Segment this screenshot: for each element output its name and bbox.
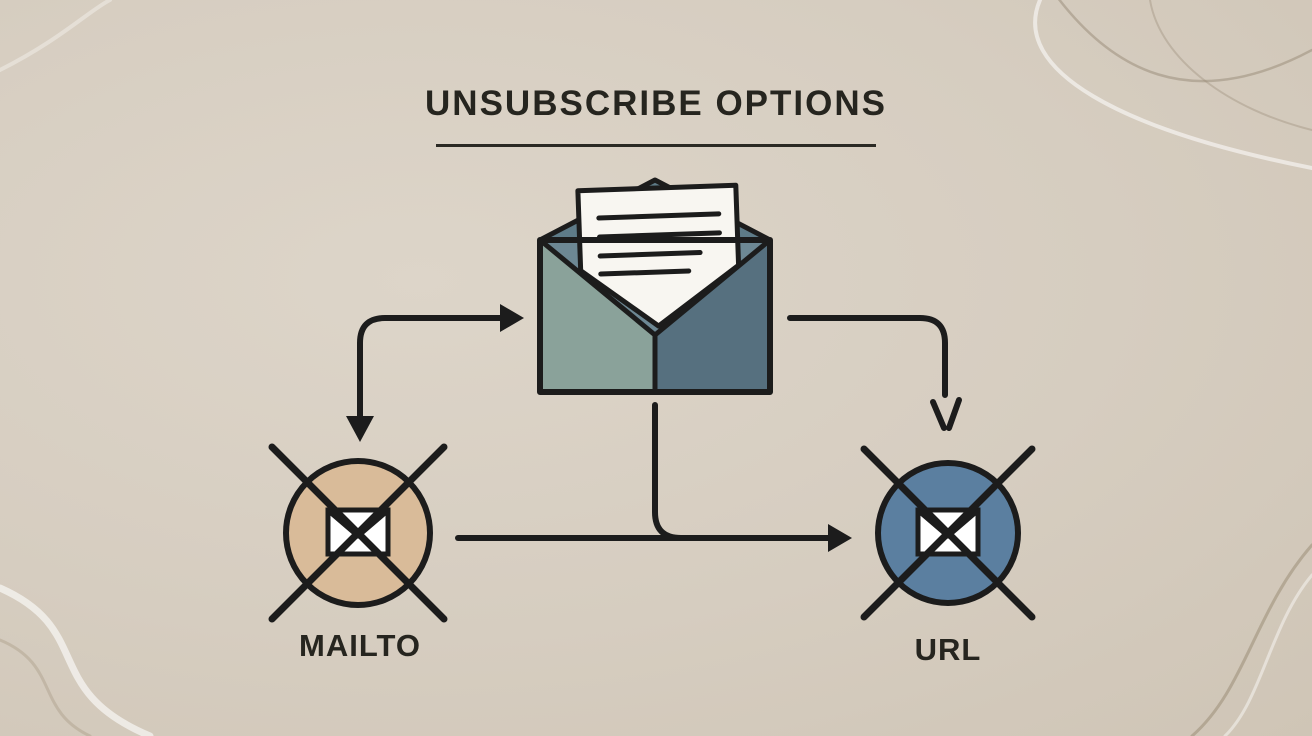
mailto-label: MAILTO — [299, 628, 421, 663]
url-label: URL — [914, 632, 982, 667]
arrowhead-into-envelope — [500, 304, 524, 332]
connector-envelope-to-mailto — [346, 304, 524, 442]
diagram-title: UNSUBSCRIBE OPTIONS — [0, 84, 1312, 124]
diagram-title-text: UNSUBSCRIBE OPTIONS — [425, 84, 887, 123]
mailto-node — [268, 443, 448, 623]
connector-envelope-to-url — [787, 315, 962, 431]
arrowhead-into-url — [828, 524, 852, 552]
url-node — [860, 445, 1036, 621]
arrowhead-tick-left — [930, 399, 947, 431]
arrowhead-tick-right — [946, 397, 962, 431]
url-cross-icon — [860, 445, 1036, 621]
connector-center-to-url — [455, 402, 852, 552]
letter-paper — [575, 182, 742, 329]
title-underline — [436, 144, 876, 147]
open-envelope-with-letter-icon — [537, 177, 773, 395]
mailto-cross-icon — [268, 443, 448, 623]
arrowhead-into-mailto — [346, 416, 374, 442]
